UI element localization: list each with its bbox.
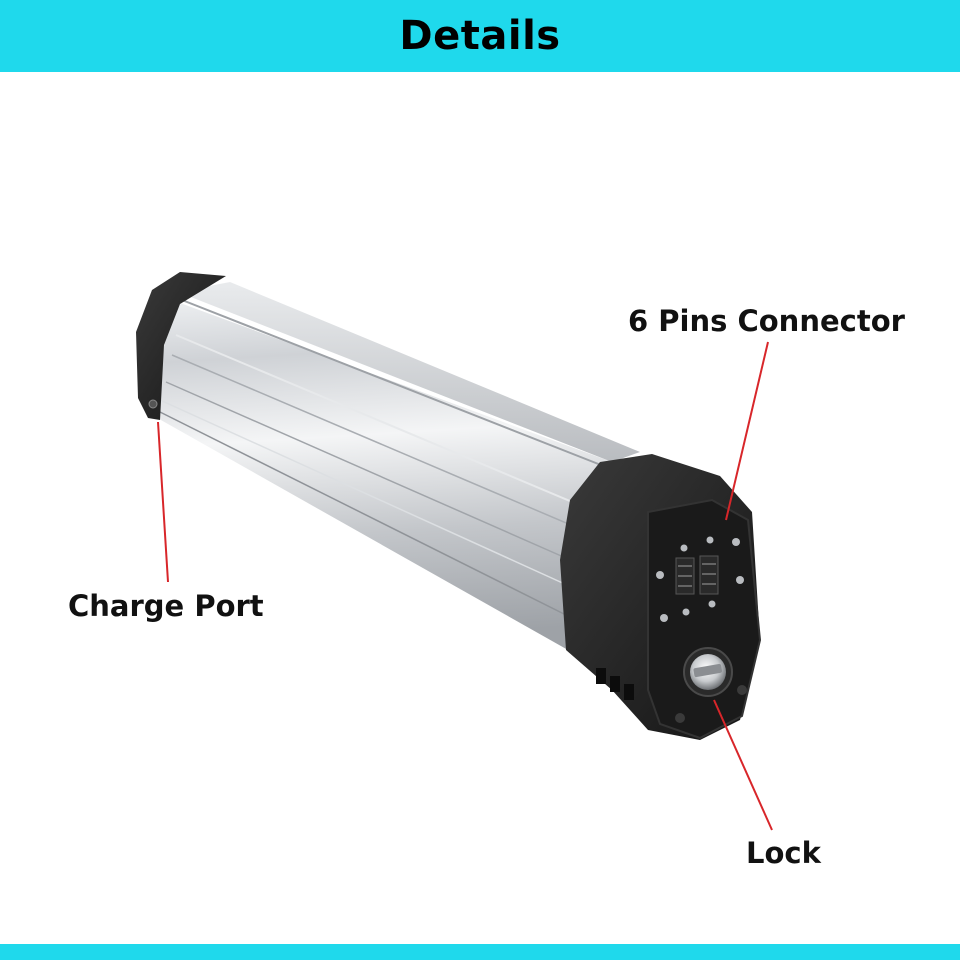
connector-pointer bbox=[725, 341, 769, 521]
header-banner: Details bbox=[0, 0, 960, 72]
charge-port-icon bbox=[148, 399, 158, 409]
right-end-cap bbox=[560, 454, 762, 740]
battery-casing bbox=[152, 282, 640, 650]
charge-port-label: Charge Port bbox=[68, 589, 264, 623]
page-title: Details bbox=[399, 13, 561, 59]
lock-pointer bbox=[713, 699, 773, 831]
pin-connector-icon bbox=[656, 536, 744, 622]
charge-port-pointer bbox=[157, 421, 169, 583]
lock-label: Lock bbox=[746, 836, 821, 870]
key-lock-icon bbox=[683, 647, 733, 697]
callout-pointers bbox=[157, 341, 773, 831]
left-end-cap bbox=[136, 272, 226, 420]
footer-bar bbox=[0, 944, 960, 960]
connector-label: 6 Pins Connector bbox=[628, 304, 905, 338]
